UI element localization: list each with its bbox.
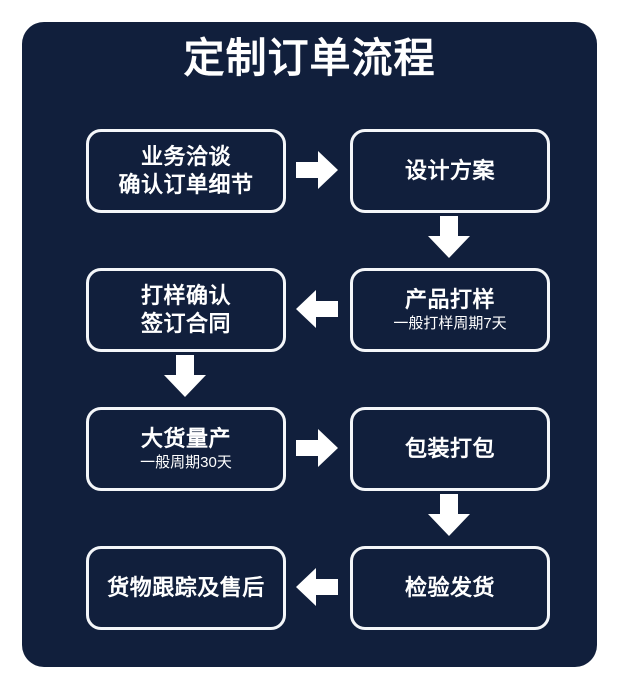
arrow-right-icon	[296, 150, 338, 190]
flow-node-title-line-1: 包装打包	[404, 436, 495, 462]
flow-node-subtitle: 一般打样周期7天	[393, 314, 507, 332]
flow-node-tracking-aftersales[interactable]: 货物跟踪及售后	[86, 546, 286, 630]
flow-node-business-negotiation[interactable]: 业务洽谈 确认订单细节	[86, 129, 286, 213]
page-title: 定制订单流程	[183, 35, 436, 81]
flow-node-design-plan[interactable]: 设计方案	[350, 129, 550, 213]
arrow-right-icon	[296, 428, 338, 468]
arrow-left-icon	[296, 289, 338, 329]
flow-node-inspection-shipping[interactable]: 检验发货	[350, 546, 550, 630]
flow-node-title-line-1: 大货量产	[140, 426, 231, 452]
flow-node-title-line-2: 签订合同	[140, 311, 231, 336]
flow-node-sample-confirm-contract[interactable]: 打样确认 签订合同	[86, 268, 286, 352]
arrow-down-icon	[163, 355, 207, 397]
flow-node-title-line-1: 检验发货	[404, 575, 495, 601]
arrow-down-icon	[427, 494, 471, 536]
flow-node-title-line-1: 设计方案	[404, 158, 495, 184]
arrow-down-icon	[427, 216, 471, 258]
flow-node-product-sampling[interactable]: 产品打样 一般打样周期7天	[350, 268, 550, 352]
flow-node-title-line-1: 产品打样	[404, 287, 495, 313]
flow-node-title-line-1: 打样确认	[140, 283, 231, 309]
flow-node-subtitle: 一般周期30天	[140, 453, 232, 471]
arrow-left-icon	[296, 567, 338, 607]
flow-node-title-line-1: 业务洽谈	[140, 144, 231, 170]
flow-node-title-line-1: 货物跟踪及售后	[107, 575, 265, 601]
flow-node-packaging[interactable]: 包装打包	[350, 407, 550, 491]
flow-node-title-line-2: 确认订单细节	[118, 172, 254, 197]
flow-node-mass-production[interactable]: 大货量产 一般周期30天	[86, 407, 286, 491]
